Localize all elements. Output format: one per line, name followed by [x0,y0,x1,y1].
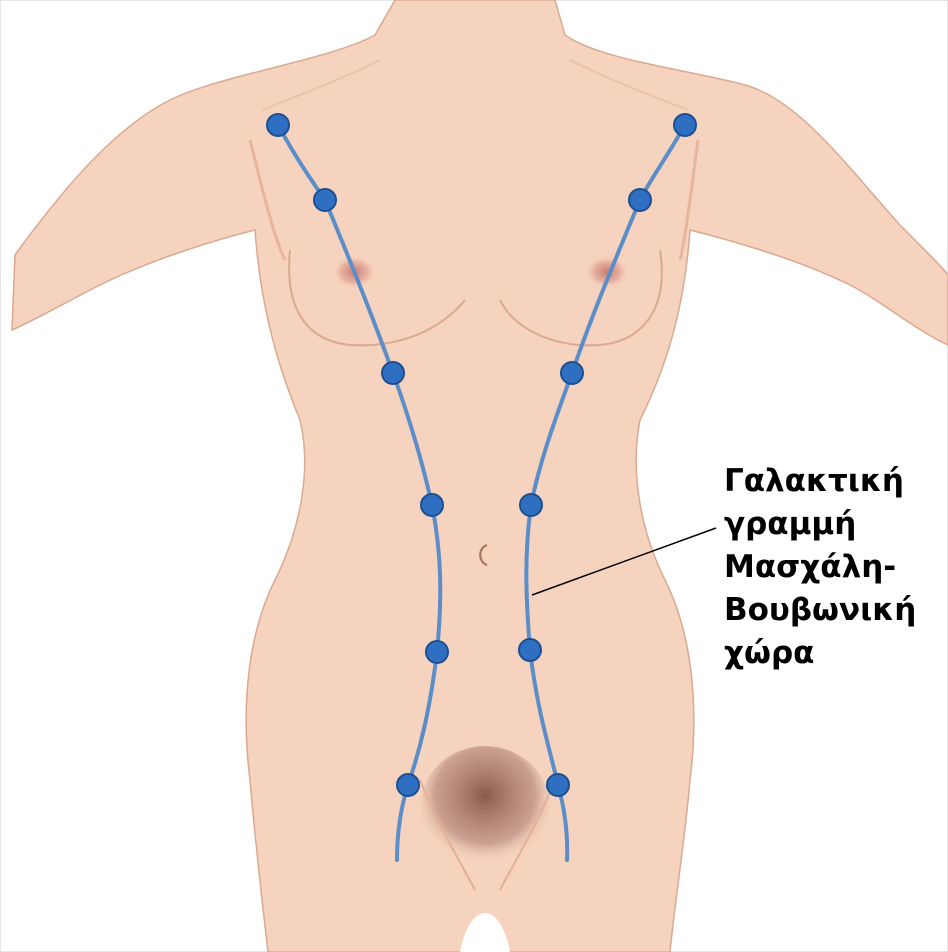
label-line: γραμμή [724,503,934,546]
node-dot [519,639,541,661]
node-dot [547,774,569,796]
label-line: Μασχάλη- [724,546,934,589]
node-dot [267,114,289,136]
node-dot [629,189,651,211]
node-dot [561,362,583,384]
label-line: χώρα [724,632,934,675]
node-dot [520,494,542,516]
milk-line-label: Γαλακτική γραμμή Μασχάλη- Βουβωνική χώρα [724,460,934,675]
node-dot [397,774,419,796]
label-line: Γαλακτική [724,460,934,503]
pubic-area [420,746,550,870]
node-dot [314,189,336,211]
node-dot [382,362,404,384]
node-dot [421,494,443,516]
label-line: Βουβωνική [724,589,934,632]
node-dot [674,114,696,136]
node-dot [426,641,448,663]
